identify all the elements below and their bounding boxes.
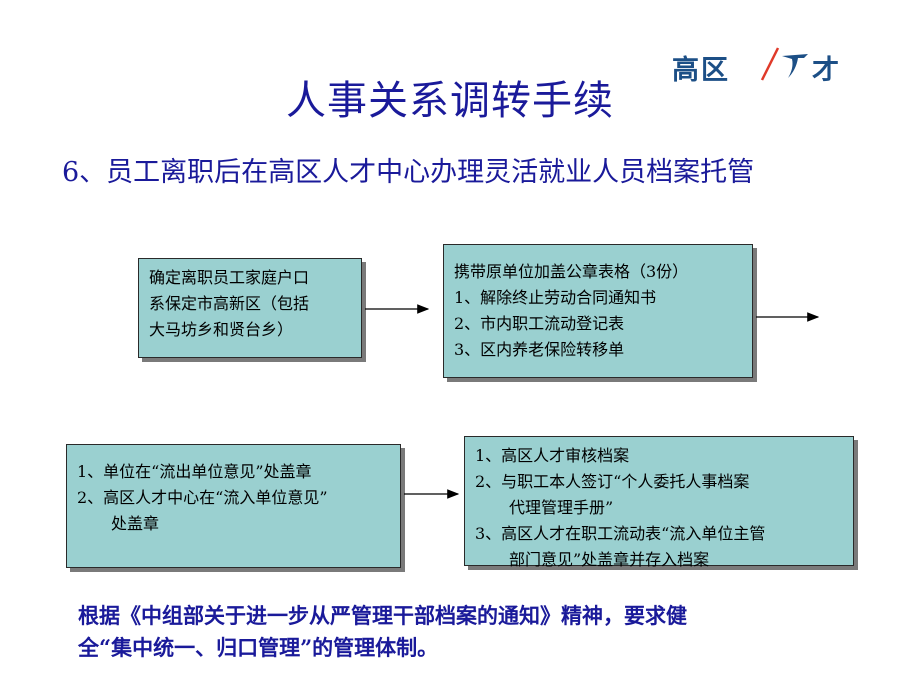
box-line: 确定离职员工家庭户口: [149, 268, 310, 287]
box-line: 3、高区人才在职工流动表“流入单位主管: [475, 524, 766, 543]
box-line: 系保定市高新区（包括: [149, 294, 310, 313]
box-line: 部门意见”处盖章并存入档案: [509, 550, 710, 569]
box-line: 携带原单位加盖公章表格（3份）: [454, 262, 689, 281]
logo-text-right: 才: [812, 55, 841, 86]
box-line: 2、市内职工流动登记表: [454, 314, 625, 333]
box-line: 大马坊乡和贤台乡）: [149, 320, 294, 339]
box-line: 代理管理手册”: [509, 498, 614, 517]
box-line: 2、高区人才中心在“流入单位意见”: [77, 488, 328, 507]
policy-note-line: 全“集中统一、归口管理”的管理体制。: [78, 635, 439, 660]
box-line: 1、高区人才审核档案: [475, 446, 630, 465]
logo-text-left: 高区: [672, 55, 730, 86]
box-line: 处盖章: [111, 514, 160, 533]
policy-note-line: 根据《中组部关于进一步从严管理干部档案的通知》精神，要求健: [78, 603, 687, 628]
logo-slash-icon: [760, 47, 808, 81]
box-line: 3、区内养老保险转移单: [454, 340, 625, 359]
logo: 高区 才: [672, 44, 847, 86]
box-line: 2、与职工本人签订“个人委托人事档案: [475, 472, 750, 491]
step-box-archive: 1、高区人才审核档案 2、与职工本人签订“个人委托人事档案 代理管理手册” 3、…: [464, 436, 854, 569]
step-box-household-check: 确定离职员工家庭户口 系保定市高新区（包括 大马坊乡和贤台乡）: [138, 258, 362, 358]
step-box-stamping: 1、单位在“流出单位意见”处盖章 2、高区人才中心在“流入单位意见” 处盖章: [66, 444, 401, 568]
step-box-documents: 携带原单位加盖公章表格（3份） 1、解除终止劳动合同通知书 2、市内职工流动登记…: [443, 244, 753, 378]
box-line: 1、解除终止劳动合同通知书: [454, 288, 657, 307]
box-line: 1、单位在“流出单位意见”处盖章: [77, 462, 312, 481]
policy-note: 根据《中组部关于进一步从严管理干部档案的通知》精神，要求健 全“集中统一、归口管…: [78, 600, 687, 664]
page-subtitle: 6、员工离职后在高区人才中心办理灵活就业人员档案托管: [62, 157, 755, 188]
page-title: 人事关系调转手续: [286, 78, 614, 124]
